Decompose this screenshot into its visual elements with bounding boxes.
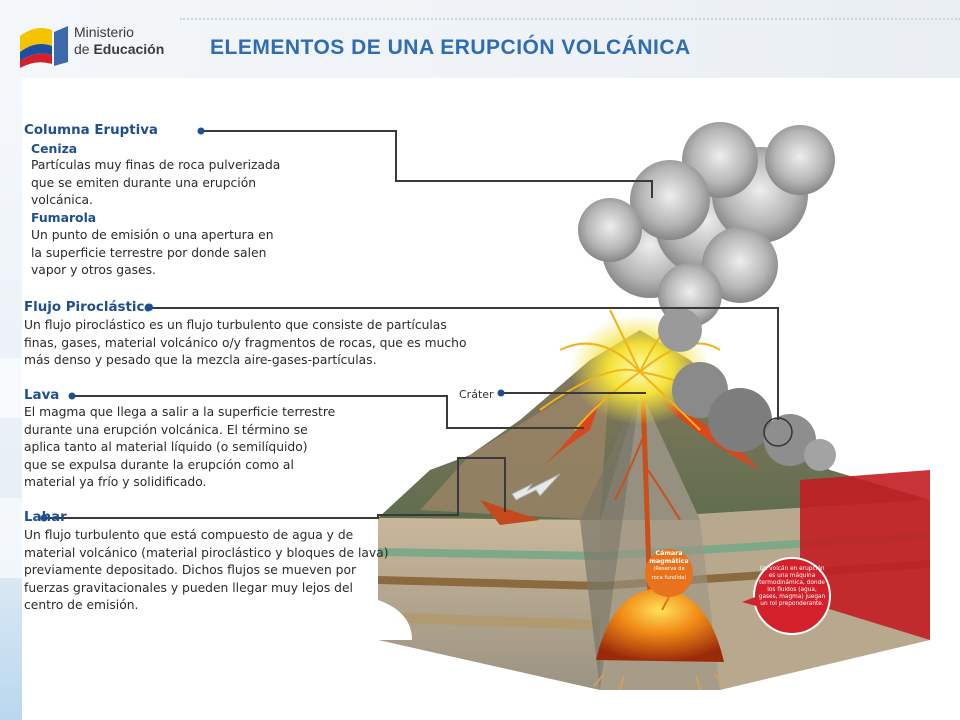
ecuador-flag-logo-icon (20, 26, 68, 68)
text-line: vapor y otros gases. (31, 263, 156, 277)
text-line: material volcánico (material piroclástic… (24, 545, 389, 560)
text-line: que se emiten durante una erupción (31, 175, 257, 190)
text-line: Un flujo turbulento que está compuesto d… (24, 528, 354, 542)
leader-lines (44, 130, 779, 519)
pyroclastic-flow-marker (763, 417, 793, 447)
ash-cloud (578, 122, 836, 471)
lahar-arrow-icon (511, 473, 561, 501)
text-line: que se expulsa durante la erupción como … (24, 457, 294, 472)
text-line: más denso y pesado que la mezcla aire-ga… (24, 353, 377, 367)
text-line: durante una erupción volcánica. El térmi… (24, 422, 308, 437)
ceniza-subheading: Ceniza (31, 141, 78, 156)
page-header: Ministerio de Educación ELEMENTOS DE UNA… (0, 0, 960, 78)
strip-highlight (0, 498, 22, 578)
heat-arrows (593, 673, 725, 691)
lava-flows (480, 400, 760, 525)
text-line: finas, gases, material volcánico o/y fra… (24, 335, 467, 350)
mountain (378, 330, 930, 690)
leader-dots (40, 127, 505, 522)
lahar-heading: Lahar (24, 510, 67, 525)
text-line: volcánica. (31, 193, 93, 207)
crater-label: Cráter (459, 388, 494, 401)
text-line: previamente depositado. Dichos flujos se… (24, 563, 357, 577)
text-line: aplica tanto al material líquido (o semi… (24, 440, 308, 454)
camara-magmatica-label: Cámara magmática (Reserva de roca fundid… (648, 550, 690, 582)
lava-description: El magma que llega a salir a la superfic… (24, 404, 335, 492)
text-line: Partículas muy finas de roca pulverizada (31, 158, 281, 172)
camara-subtitle: (Reserva de roca fundida) (651, 566, 687, 581)
strip-highlight (0, 358, 22, 418)
logo-line-2-prefix: de (74, 41, 94, 57)
text-line: centro de emisión. (24, 598, 139, 612)
text-line: Un punto de emisión o una apertura en (31, 228, 274, 242)
camara-bubble (645, 549, 693, 597)
camara-title: Cámara magmática (649, 550, 689, 565)
text-line: la superficie terrestre por donde salen (31, 245, 267, 260)
red-note-bubble (753, 557, 831, 635)
logo-wordmark: Ministerio de Educación (74, 24, 164, 58)
lahar-description: Un flujo turbulento que está compuesto d… (24, 527, 389, 615)
header-dotted-rule (180, 18, 960, 22)
flujo-piroclastico-description: Un flujo piroclástico es un flujo turbul… (24, 317, 466, 370)
fumarola-subheading: Fumarola (31, 210, 97, 225)
flujo-piroclastico-heading: Flujo Piroclástico (24, 300, 154, 315)
text-line: Un flujo piroclástico es un flujo turbul… (24, 318, 447, 332)
text-line: fuerzas gravitacionales y pueden llegar … (24, 580, 353, 595)
text-line: material ya frío y solidificado. (24, 475, 207, 489)
left-decorative-strip (0, 78, 22, 720)
columna-eruptiva-heading: Columna Eruptiva (24, 123, 158, 138)
red-note-text: Un volcán en erupción es una máquina ter… (758, 566, 826, 607)
logo-line-2-bold: Educación (93, 41, 165, 57)
text-line: El magma que llega a salir a la superfic… (24, 405, 336, 419)
magma-chamber (596, 588, 724, 662)
ceniza-description: Partículas muy finas de roca pulverizada… (31, 157, 280, 210)
logo-line-2: de Educación (74, 41, 164, 58)
lava-heading: Lava (24, 388, 60, 403)
fumarola-description: Un punto de emisión o una apertura en la… (31, 227, 274, 280)
logo-line-1: Ministerio (74, 24, 134, 40)
page-title: ELEMENTOS DE UNA ERUPCIÓN VOLCÁNICA (210, 36, 691, 59)
ministerio-logo: Ministerio de Educación (18, 22, 168, 68)
